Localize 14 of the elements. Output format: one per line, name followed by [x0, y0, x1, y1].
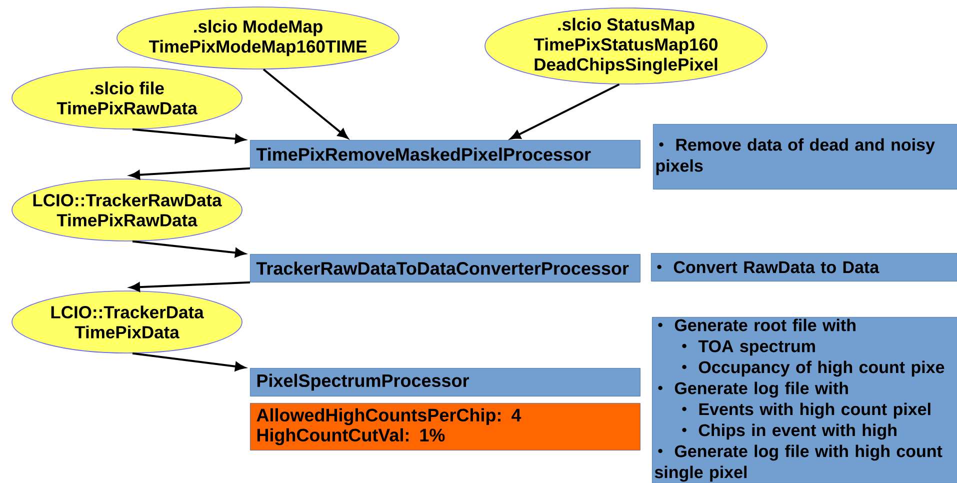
parameter-box: AllowedHighCountsPerChip: 4 HighCountCutVal: 1% — [250, 403, 640, 450]
processor-box: PixelSpectrumProcessor — [250, 368, 640, 396]
processor-box: TrackerRawDataToDataConverterProcessor — [250, 254, 640, 282]
arrow — [132, 352, 246, 372]
arrow — [262, 68, 348, 139]
description-box: Convert RawData to Data — [651, 253, 957, 282]
processor-box: TimePixRemoveMaskedPixelProcessor — [250, 140, 640, 168]
arrow — [130, 167, 250, 180]
arrow — [132, 240, 246, 258]
arrow — [130, 281, 250, 292]
description-box: Remove data of dead and noisy pixels — [653, 124, 957, 190]
arrow — [132, 128, 246, 144]
arrow — [510, 83, 620, 140]
description-box: Generate root file with TOA spectrum Occupancy of high count pixe Generate log file with Events with high count pixel Chips in event with high Generate log file with high count single pixel — [652, 317, 957, 483]
